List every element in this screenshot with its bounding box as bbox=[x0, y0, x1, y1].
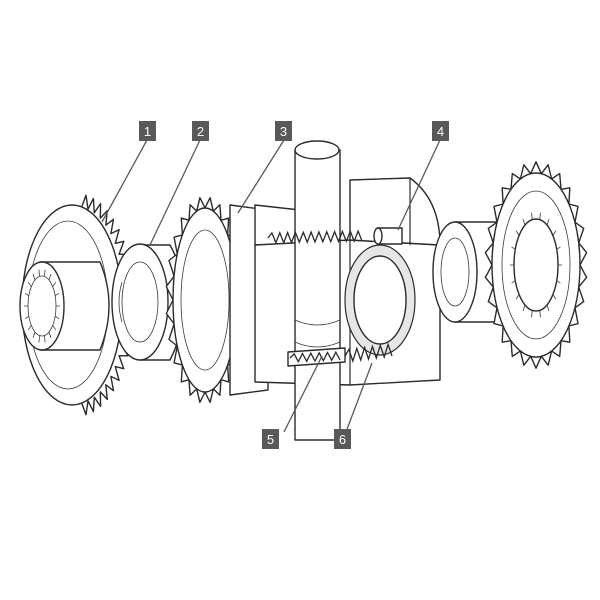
svg-text:6: 6 bbox=[339, 432, 346, 447]
callout-6: 6 bbox=[334, 429, 351, 449]
callout-2: 2 bbox=[192, 121, 209, 141]
svg-text:3: 3 bbox=[280, 124, 287, 139]
left-side-gear bbox=[19, 194, 135, 416]
cross-pin bbox=[294, 140, 341, 441]
leader-1 bbox=[101, 139, 148, 223]
svg-text:2: 2 bbox=[197, 124, 204, 139]
left-clutch-ring bbox=[165, 197, 269, 403]
svg-text:5: 5 bbox=[267, 432, 274, 447]
leader-2 bbox=[149, 139, 201, 246]
svg-text:4: 4 bbox=[437, 124, 444, 139]
upper-spring bbox=[267, 229, 363, 245]
callout-4: 4 bbox=[432, 121, 449, 141]
leader-3 bbox=[237, 139, 285, 214]
callout-3: 3 bbox=[275, 121, 292, 141]
center-housing bbox=[254, 177, 441, 386]
leader-4 bbox=[397, 139, 441, 231]
right-side-gear bbox=[484, 161, 588, 369]
callout-5: 5 bbox=[262, 429, 279, 449]
svg-text:1: 1 bbox=[144, 124, 151, 139]
lower-spring-right bbox=[344, 342, 393, 364]
leader-5 bbox=[283, 355, 323, 433]
leader-6 bbox=[345, 362, 373, 433]
guide-pin bbox=[373, 227, 403, 245]
callout-1: 1 bbox=[139, 121, 156, 141]
lower-spring-rod bbox=[287, 347, 346, 367]
